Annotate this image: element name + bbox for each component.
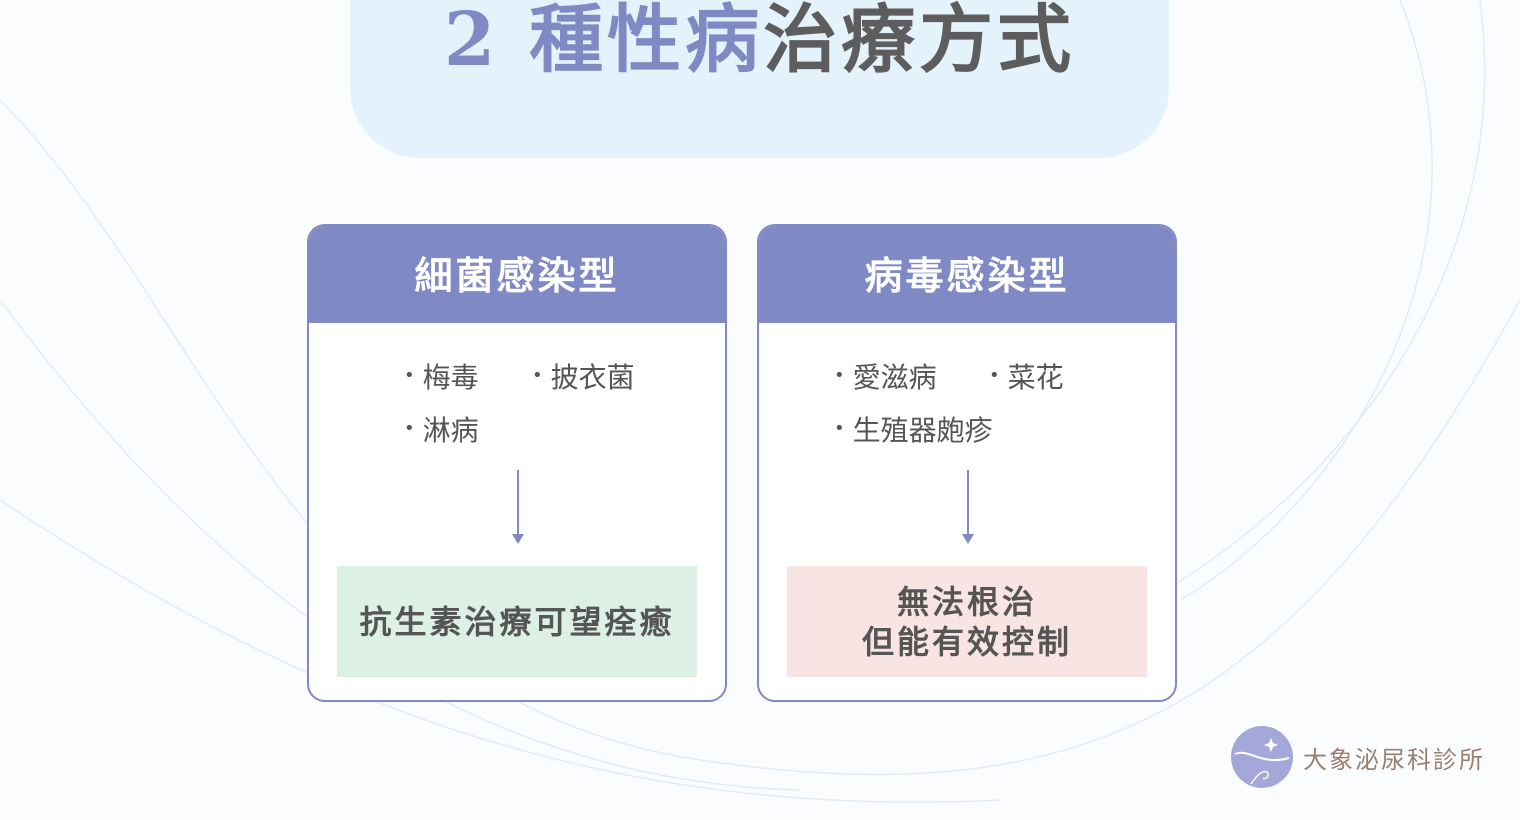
list-item: 淋病 <box>404 409 479 449</box>
bacterial-card: 細菌感染型 梅毒 披衣菌 淋病 抗生素治療可望痊癒 <box>307 224 727 702</box>
result-box: 抗生素治療可望痊癒 <box>337 566 697 677</box>
title-highlight: 2 種性病 <box>443 0 764 83</box>
list-item: 菜花 <box>989 356 1064 396</box>
viral-card: 病毒感染型 愛滋病 菜花 生殖器皰疹 無法根治 但能有效控制 <box>757 224 1177 702</box>
card-header: 細菌感染型 <box>309 226 725 323</box>
list-item: 生殖器皰疹 <box>834 409 993 449</box>
result-box: 無法根治 但能有效控制 <box>787 566 1147 677</box>
clinic-logo-icon <box>1231 726 1293 788</box>
card-header: 病毒感染型 <box>759 226 1175 323</box>
title-banner: 2 種性病治療方式 <box>350 0 1169 158</box>
list-item: 梅毒 <box>404 356 479 396</box>
page-title: 2 種性病治療方式 <box>350 0 1169 80</box>
result-text: 但能有效控制 <box>861 622 1072 661</box>
title-rest: 治療方式 <box>763 0 1076 83</box>
list-item: 愛滋病 <box>834 356 937 396</box>
result-text: 抗生素治療可望痊癒 <box>359 602 675 641</box>
clinic-name: 大象泌尿科診所 <box>1303 746 1485 774</box>
list-item: 披衣菌 <box>532 356 635 396</box>
result-text: 無法根治 <box>896 582 1037 621</box>
arrow-down-icon <box>962 470 974 544</box>
arrow-down-icon <box>512 470 524 544</box>
